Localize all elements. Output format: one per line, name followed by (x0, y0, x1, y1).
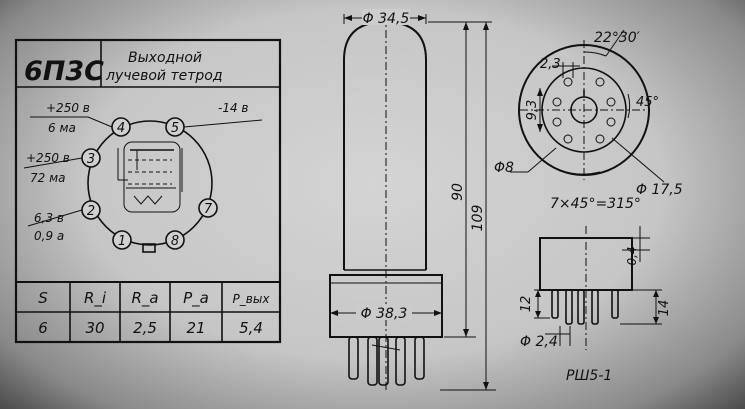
header-ri: R_i (84, 289, 107, 308)
total-height-label: 109 (470, 205, 486, 232)
svg-text:8: 8 (171, 234, 179, 249)
description-line2: лучевой тетрод (105, 68, 223, 84)
svg-text:5: 5 (171, 121, 179, 136)
dim-04-label: 0,4 (625, 246, 639, 265)
dim-93-label: 9,3 (525, 100, 540, 121)
pin-7: 7 (198, 198, 218, 218)
socket-side-view: 0,4 12 14 Φ 2,4 РШ5-1 (519, 226, 672, 384)
value-ra: 2,5 (133, 319, 157, 337)
pin2-current: 0,9 а (34, 229, 64, 243)
pin-1: 1 (112, 230, 132, 250)
tube-symbol (117, 141, 183, 213)
svg-text:4: 4 (117, 121, 125, 136)
svg-text:2: 2 (87, 204, 95, 219)
header-s: S (38, 289, 48, 307)
base-bottom-view: 22°30′ 2,3 9,3 45° Φ8 Φ 17,5 7×45°=315° (494, 29, 683, 212)
glass-envelope (343, 20, 427, 270)
pin2-voltage: 6,3 в (34, 211, 64, 225)
socket-label: РШ5-1 (566, 368, 612, 384)
svg-text:1: 1 (118, 234, 126, 249)
value-s: 6 (38, 319, 48, 337)
header-pout: P_вых (233, 292, 271, 306)
pin-5: 5 (165, 117, 185, 137)
pin4-current: 6 ма (48, 121, 76, 135)
key-notch (142, 243, 156, 253)
svg-text:7: 7 (204, 202, 213, 217)
angle-top-label: 22°30′ (594, 30, 641, 46)
pin-3: 3 (81, 148, 101, 168)
pin-8: 8 (165, 230, 185, 250)
parameter-table: S R_i R_a P_a P_вых 6 30 2,5 21 5,4 (16, 281, 280, 342)
socket-pins (551, 289, 619, 325)
value-pout: 5,4 (239, 319, 263, 337)
body-height-label: 90 (450, 183, 466, 201)
svg-text:3: 3 (87, 152, 95, 167)
base-diameter-label: Φ 38,3 (361, 306, 408, 322)
pin5-voltage: -14 в (218, 101, 249, 115)
spec-card: 6П3С Выходной лучевой тетрод 4 5 (14, 38, 282, 344)
outer-diameter-label: Φ 17,5 (636, 182, 683, 198)
spec-card-border (14, 38, 282, 344)
dim-12-label: 12 (519, 296, 534, 313)
description-line1: Выходной (128, 50, 202, 66)
value-pa: 21 (186, 319, 205, 337)
angle-formula-label: 7×45°=315° (550, 196, 641, 212)
pin3-voltage: +250 в (26, 151, 70, 165)
pin-diameter-label: Φ8 (494, 160, 514, 176)
pin-holes (552, 77, 616, 144)
value-ri: 30 (85, 319, 104, 337)
tube-type-label: 6П3С (24, 56, 104, 87)
dim-14-label: 14 (657, 300, 672, 317)
header-pa: P_a (183, 289, 209, 308)
pin-4: 4 (111, 117, 131, 137)
angle-45-label: 45° (636, 95, 659, 110)
pin3-current: 72 ма (30, 171, 66, 185)
pinout-circle (87, 120, 213, 246)
base-pins (348, 336, 425, 386)
dim-23-label: 2,3 (540, 57, 561, 72)
pin4-voltage: +250 в (46, 101, 90, 115)
header-ra: R_a (131, 289, 158, 308)
socket-pin-diameter-label: Φ 2,4 (520, 334, 558, 350)
tube-side-view: Φ 34,5 Φ 38,3 90 109 (329, 9, 496, 392)
pin-2: 2 (81, 200, 101, 220)
top-diameter-label: Φ 34,5 (363, 11, 410, 27)
